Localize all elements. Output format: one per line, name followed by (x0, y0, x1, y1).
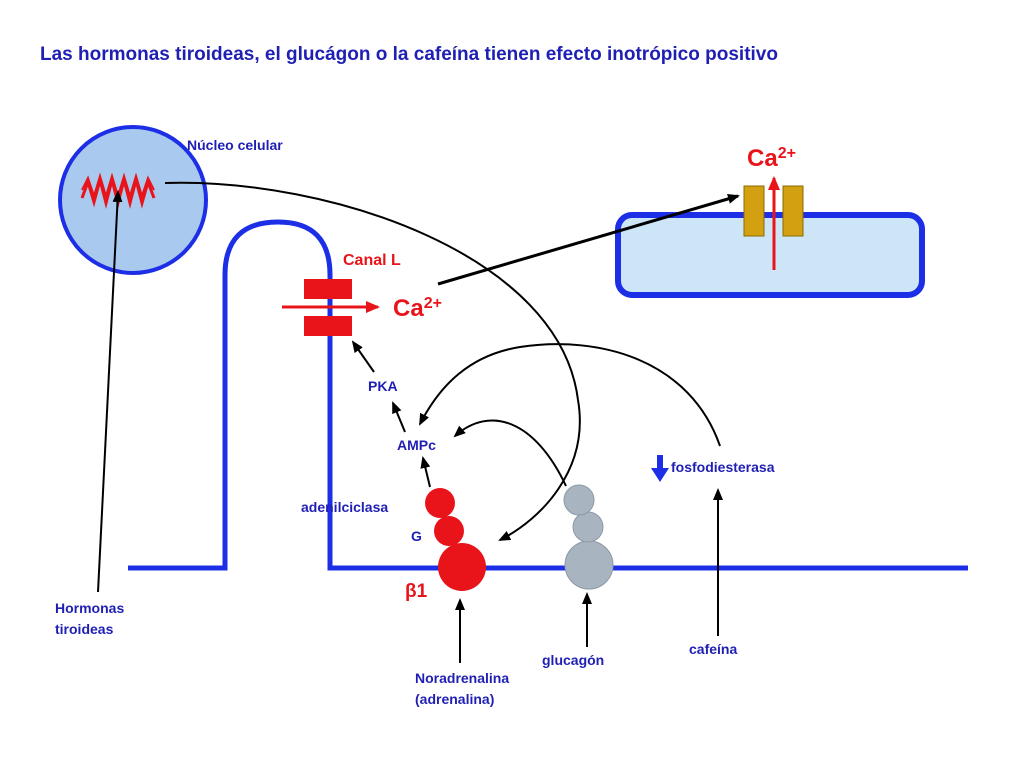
beta1-receptor (438, 543, 486, 591)
thyroid-to-nucleus-arrow (97, 190, 123, 593)
g-protein-label: G (411, 528, 422, 544)
ryanodine-channel-right (782, 185, 804, 237)
hormonas-label-line1: Hormonas (55, 600, 124, 616)
noradrenalina-label-line1: Noradrenalina (415, 670, 509, 686)
calcium-release-label: Ca2+ (747, 145, 796, 172)
glucagon-cyclase (563, 484, 595, 516)
l-channel-bottom (304, 316, 352, 336)
pka-to-channel-arrow (351, 340, 375, 373)
nucleus-label: Núcleo celular (187, 137, 283, 153)
glucagon-g-protein (572, 511, 604, 543)
ampc-label: AMPc (397, 437, 436, 453)
adenylyl-cyclase (425, 488, 455, 518)
calcium-influx-label: Ca2+ (393, 295, 442, 322)
adenilciclasa-label: adenilciclasa (301, 499, 388, 515)
down-arrow-icon (651, 468, 669, 482)
cell-nucleus (58, 125, 208, 275)
down-arrow-icon-shaft (657, 455, 663, 469)
ryanodine-channel-left (743, 185, 765, 237)
phosphodiesterase-to-ampc-arrow (419, 343, 721, 447)
ampc-to-pka-arrow (392, 401, 406, 433)
cyclase-to-ampc-arrow (420, 456, 431, 488)
nucleus-to-receptor-arrow (164, 181, 581, 541)
page-title: Las hormonas tiroideas, el glucágon o la… (40, 44, 778, 65)
glucagon-receptor (564, 540, 614, 590)
cafeina-label: cafeína (689, 641, 737, 657)
g-protein (434, 516, 464, 546)
l-channel-top (304, 279, 352, 299)
fosfodiesterasa-label: fosfodiesterasa (671, 459, 775, 475)
glucagon-label: glucagón (542, 652, 604, 668)
glucagon-to-ampc-arrow (453, 419, 567, 487)
canal-l-label: Canal L (343, 252, 401, 269)
pka-label: PKA (368, 378, 398, 394)
sarcoplasmic-reticulum (615, 212, 925, 298)
beta1-label: β1 (405, 581, 428, 602)
noradrenalina-label-line2: (adrenalina) (415, 691, 494, 707)
hormonas-label-line2: tiroideas (55, 621, 114, 637)
cell-membrane (128, 219, 968, 571)
